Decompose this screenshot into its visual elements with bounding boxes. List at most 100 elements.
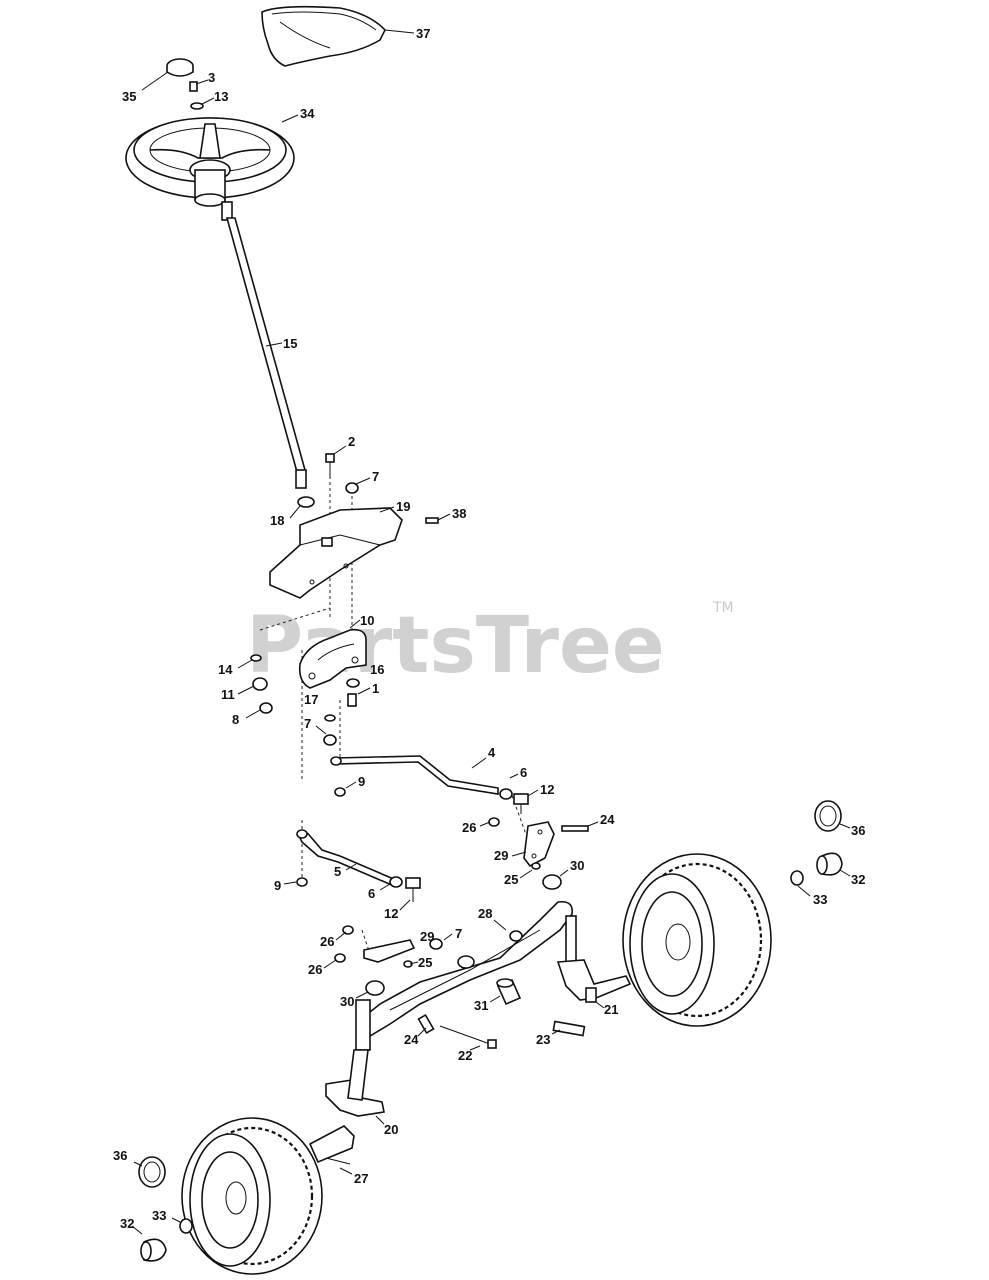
callout-25-left: 25	[418, 955, 432, 970]
part-nut-25-right	[531, 862, 541, 870]
callout-33-right: 33	[813, 892, 827, 907]
callout-12-lower: 12	[384, 906, 398, 921]
part-drag-link-4	[330, 755, 499, 795]
part-tie-rod-5	[296, 829, 397, 888]
part-nut-26-right	[488, 817, 500, 827]
part-steering-arm-29-left	[363, 939, 416, 963]
callout-25-right: 25	[504, 872, 518, 887]
part-nuts-left	[334, 925, 443, 968]
part-bolt-24-left	[417, 1013, 435, 1035]
part-bolt-24-right	[561, 825, 589, 832]
part-jam-nut-6-lower	[389, 876, 403, 888]
callout-7-upper: 7	[372, 469, 379, 484]
callout-29-left: 29	[420, 929, 434, 944]
callout-3: 3	[208, 70, 215, 85]
part-cotter-pin-27	[325, 1157, 351, 1165]
part-steering-cap	[166, 58, 194, 77]
part-washer-33-left	[179, 1218, 193, 1234]
part-nut-9-lower	[296, 877, 308, 887]
callout-17: 17	[304, 692, 318, 707]
callout-26-right: 26	[462, 820, 476, 835]
callout-18: 18	[270, 513, 284, 528]
callout-30-right: 30	[570, 858, 584, 873]
part-bolt-and-washer	[189, 81, 204, 110]
callout-29-right: 29	[494, 848, 508, 863]
callout-37: 37	[416, 26, 430, 41]
callout-26-left-upper: 26	[320, 934, 334, 949]
callout-5: 5	[334, 864, 341, 879]
part-left-front-wheel	[181, 1117, 323, 1275]
callout-34: 34	[300, 106, 315, 121]
trademark-symbol: TM	[712, 600, 734, 616]
part-spacer-31	[496, 978, 522, 1006]
callout-24-left: 24	[404, 1032, 419, 1047]
part-spacer-30-left	[365, 980, 385, 996]
part-ball-joint-12-lower	[405, 877, 421, 902]
callout-32-left: 32	[120, 1216, 134, 1231]
part-steering-cover	[261, 5, 386, 67]
part-nut-9-upper	[334, 787, 346, 797]
callout-20: 20	[384, 1122, 398, 1137]
callout-9-upper: 9	[358, 774, 365, 789]
callout-1: 1	[372, 681, 379, 696]
part-hardware-14-11-8	[250, 654, 273, 714]
callout-31: 31	[474, 998, 488, 1013]
part-hub-cap-36-right	[814, 800, 842, 832]
part-right-front-wheel	[622, 853, 772, 1027]
callout-35: 35	[122, 89, 136, 104]
part-bolt-23	[552, 1020, 586, 1037]
callout-14: 14	[218, 662, 233, 677]
part-steering-bracket	[269, 507, 403, 599]
callout-4: 4	[488, 745, 496, 760]
callout-33-left: 33	[152, 1208, 166, 1223]
callout-22: 22	[458, 1048, 472, 1063]
callout-38: 38	[452, 506, 466, 521]
callout-26-left-lower: 26	[308, 962, 322, 977]
callout-10: 10	[360, 613, 374, 628]
callout-13: 13	[214, 89, 228, 104]
callout-21: 21	[604, 1002, 618, 1017]
callout-7-lower: 7	[455, 926, 462, 941]
part-spacer-30-right	[542, 874, 562, 890]
callout-12-upper: 12	[540, 782, 554, 797]
part-ball-joint-12-upper	[513, 793, 529, 814]
callout-36-right: 36	[851, 823, 865, 838]
part-bushing-32-right	[816, 852, 843, 876]
callout-32-right: 32	[851, 872, 865, 887]
part-steering-plate	[298, 628, 367, 689]
part-bushing-32-left	[140, 1238, 167, 1262]
part-steering-shaft	[225, 217, 307, 489]
callout-2: 2	[348, 434, 355, 449]
callout-27: 27	[354, 1171, 368, 1186]
part-bushing-18	[297, 496, 315, 508]
part-left-spindle	[308, 999, 385, 1164]
callout-11: 11	[221, 687, 235, 702]
part-front-axle	[358, 900, 574, 1038]
callout-30-left: 30	[340, 994, 354, 1009]
callout-7-middle: 7	[304, 716, 311, 731]
part-screw-38	[425, 517, 439, 524]
callout-6-upper: 6	[520, 765, 527, 780]
callout-15: 15	[283, 336, 297, 351]
part-hub-cap-36-left	[138, 1156, 166, 1188]
part-jam-nut-6-upper	[499, 788, 513, 800]
callout-24-right: 24	[600, 812, 615, 827]
part-nut-7-upper	[345, 482, 359, 494]
callout-23: 23	[536, 1032, 550, 1047]
callout-9-lower: 9	[274, 878, 281, 893]
part-bolt-2	[325, 453, 335, 478]
part-right-spindle	[556, 915, 632, 1003]
part-washer-33-right	[790, 870, 804, 886]
part-hardware-16-1-17-7	[323, 678, 360, 746]
callout-36-left: 36	[113, 1148, 127, 1163]
callouts: 37 35 3 13 34 15 2 7 18 19 38 10 14 16 1…	[113, 26, 865, 1235]
callout-19: 19	[396, 499, 410, 514]
callout-28: 28	[478, 906, 492, 921]
callout-6-lower: 6	[368, 886, 375, 901]
callout-16: 16	[370, 662, 384, 677]
part-steering-wheel	[125, 117, 295, 221]
callout-8: 8	[232, 712, 239, 727]
part-steering-arm-29-right	[523, 821, 555, 868]
part-bolt-22	[439, 1025, 497, 1049]
